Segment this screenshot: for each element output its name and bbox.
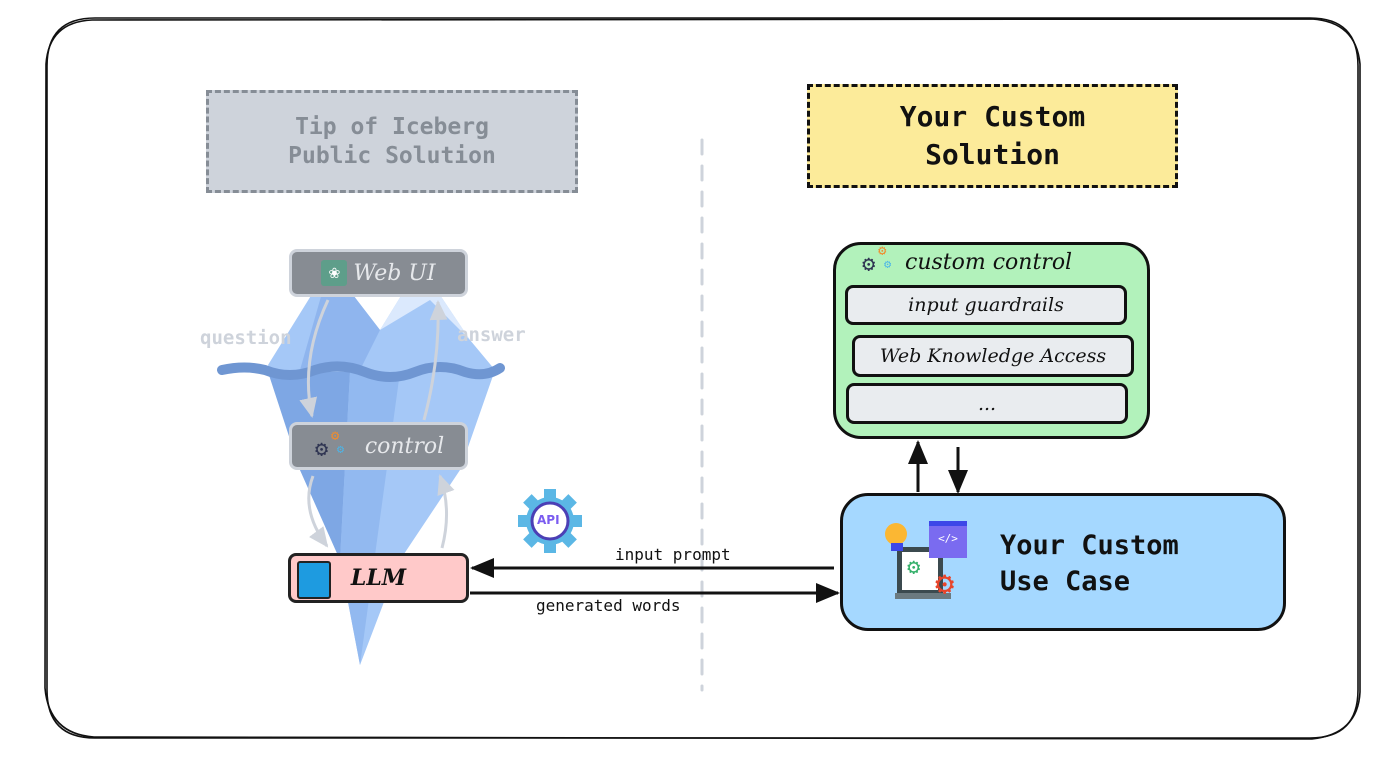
input-prompt-label: input prompt	[615, 545, 731, 564]
custom-control-title: custom control	[905, 250, 1073, 275]
custom-title-line1: Your Custom	[899, 100, 1086, 133]
question-label: question	[200, 327, 292, 349]
generated-words-label: generated words	[536, 596, 681, 615]
control-item-label: input guardrails	[908, 294, 1064, 316]
custom-solution-title-box: Your Custom Solution	[807, 84, 1178, 188]
answer-arrow	[422, 300, 448, 421]
api-badge-label: API	[537, 513, 560, 527]
custom-gears-icon: ⚙ ⚙ ⚙	[862, 243, 892, 277]
control-item-label: ...	[977, 392, 997, 415]
answer-label: answer	[457, 324, 526, 346]
outer-frame	[44, 17, 1361, 740]
use-case-line1: Your Custom	[1000, 530, 1179, 561]
llm-node[interactable]: LLM	[288, 553, 469, 603]
control-item-input-guardrails[interactable]: input guardrails	[845, 285, 1127, 325]
laptop-code-icon: </> ⚙ ⚙	[883, 521, 969, 601]
control-label: control	[364, 433, 445, 459]
openai-logo-icon: ❀	[321, 260, 348, 286]
control-node[interactable]: ⚙ ⚙ ⚙ control	[289, 422, 468, 470]
public-title-line1: Tip of Iceberg	[295, 113, 489, 140]
use-case-title: Your Custom Use Case	[1000, 528, 1179, 600]
control-item-label: Web Knowledge Access	[879, 345, 1107, 367]
control-item-more[interactable]: ...	[846, 383, 1128, 424]
control-item-web-knowledge-access[interactable]: Web Knowledge Access	[852, 335, 1134, 377]
public-solution-title-box: Tip of Iceberg Public Solution	[206, 90, 578, 193]
use-case-line2: Use Case	[1000, 566, 1131, 597]
llm-label: LLM	[350, 565, 407, 591]
web-ui-node[interactable]: ❀ Web UI	[289, 249, 468, 297]
web-ui-label: Web UI	[353, 260, 436, 286]
question-arrow	[299, 299, 330, 418]
book-worm-icon	[297, 561, 331, 599]
control-to-llm-arrow	[307, 475, 329, 548]
gears-icon: ⚙ ⚙ ⚙	[314, 428, 345, 462]
llm-to-control-arrow	[437, 474, 455, 549]
custom-title-line2: Solution	[925, 138, 1060, 171]
public-title-line2: Public Solution	[288, 142, 496, 169]
